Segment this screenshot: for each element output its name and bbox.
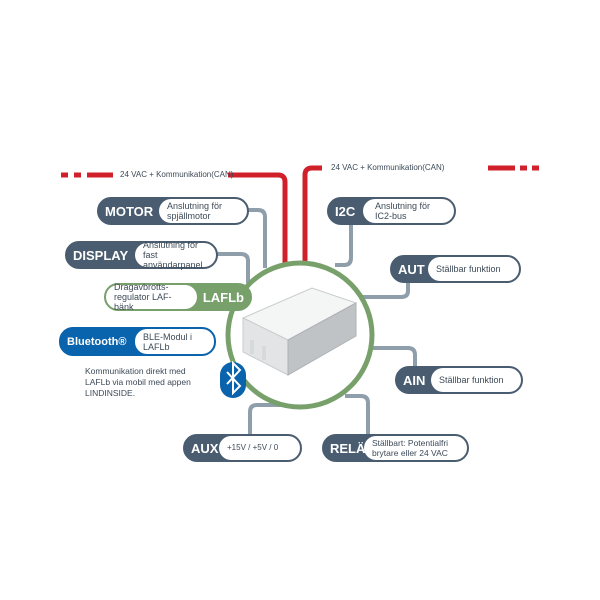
aut-desc: Ställbar funktion bbox=[428, 257, 519, 281]
ain-desc: Ställbar funktion bbox=[431, 368, 521, 392]
aut-tag: AUT bbox=[398, 261, 425, 277]
bluetooth-tag: Bluetooth® bbox=[67, 335, 127, 348]
power-label-right: 24 VAC + Kommunikation(CAN) bbox=[331, 163, 445, 172]
motor-pill: MOTOR Anslutning för spjällmotor bbox=[97, 197, 249, 225]
rela-connector bbox=[345, 394, 370, 434]
power-line-left bbox=[228, 172, 288, 264]
bluetooth-icon bbox=[220, 360, 246, 398]
laflb-tag: LAFLb bbox=[202, 289, 244, 305]
power-line-right bbox=[302, 165, 322, 264]
display-desc: Anslutning för fast användarpanel bbox=[135, 240, 216, 270]
aux-desc: +15V / +5V / 0 bbox=[219, 436, 300, 460]
i2c-pill: I2C Anslutning för IC2-bus bbox=[327, 197, 456, 225]
ain-pill: AIN Ställbar funktion bbox=[395, 366, 523, 394]
display-connector bbox=[216, 252, 250, 283]
motor-connector bbox=[247, 208, 267, 268]
aux-tag: AUX bbox=[191, 440, 219, 456]
aut-connector bbox=[362, 282, 410, 299]
aux-connector bbox=[248, 403, 290, 434]
bluetooth-note: Kommunikation direkt med LAFLb via mobil… bbox=[85, 366, 191, 398]
ain-tag: AIN bbox=[403, 372, 426, 388]
rela-pill: RELÄ Ställbart: Potentialfri brytare ell… bbox=[322, 434, 469, 462]
aut-pill: AUT Ställbar funktion bbox=[390, 255, 521, 283]
bluetooth-pill: Bluetooth® BLE-Modul i LAFLb bbox=[59, 327, 216, 356]
rela-desc: Ställbart: Potentialfri brytare eller 24… bbox=[364, 436, 467, 460]
power-label-left: 24 VAC + Kommunikation(CAN) bbox=[120, 170, 234, 179]
laflb-desc: Dragavbrotts- regulator LAF-bänk bbox=[106, 282, 197, 312]
bluetooth-desc: BLE-Modul i LAFLb bbox=[135, 329, 214, 354]
motor-tag: MOTOR bbox=[105, 203, 154, 219]
i2c-connector bbox=[335, 224, 353, 267]
display-pill: DISPLAY Anslutning för fast användarpane… bbox=[65, 240, 218, 270]
laflb-pill: Dragavbrotts- regulator LAF-bänk LAFLb bbox=[104, 282, 252, 312]
ain-connector bbox=[372, 346, 417, 366]
display-tag: DISPLAY bbox=[73, 247, 129, 263]
motor-desc: Anslutning för spjällmotor bbox=[159, 199, 247, 223]
aux-pill: AUX +15V / +5V / 0 bbox=[183, 434, 302, 462]
rela-tag: RELÄ bbox=[330, 440, 366, 456]
device-image bbox=[241, 287, 358, 376]
i2c-desc: Anslutning för IC2-bus bbox=[363, 199, 454, 223]
i2c-tag: I2C bbox=[335, 203, 356, 219]
